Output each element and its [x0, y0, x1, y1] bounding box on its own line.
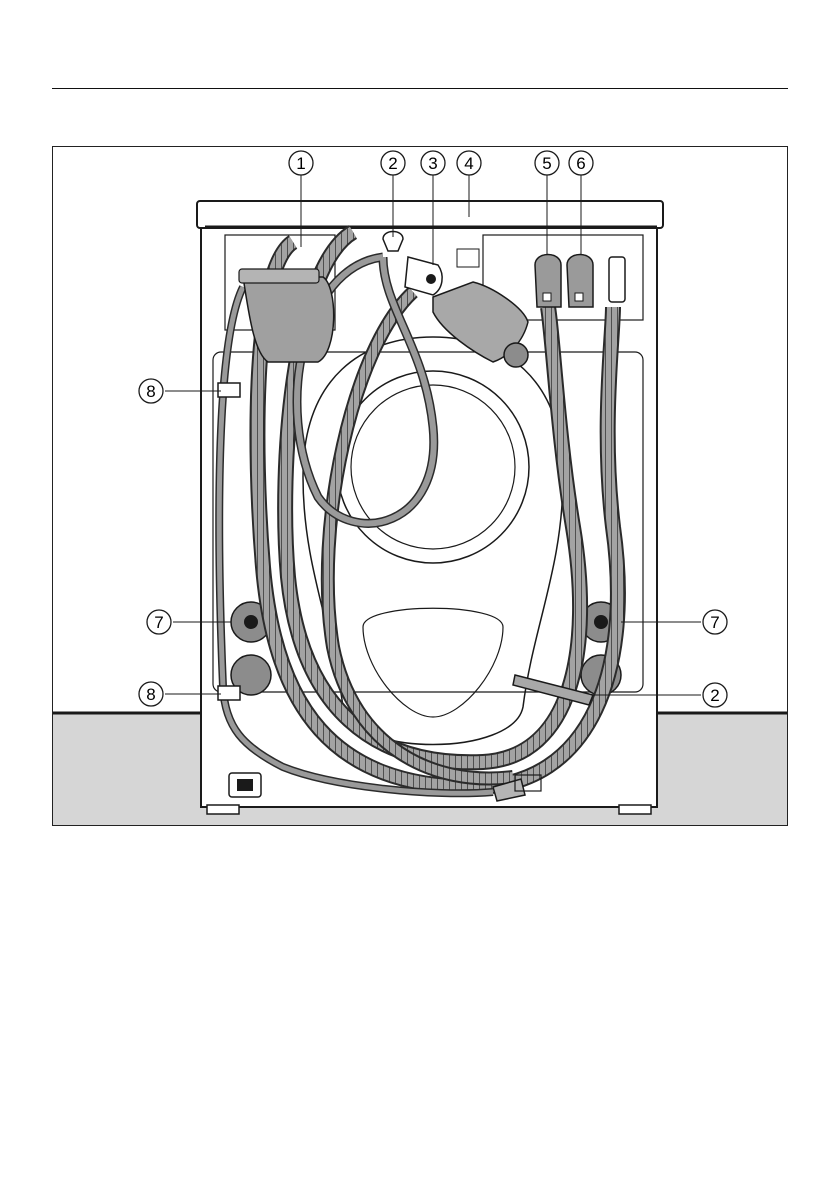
- callout-8-upper-label: 8: [146, 382, 155, 401]
- callout-6-label: 6: [576, 154, 585, 173]
- callout-2-top: 2: [381, 151, 405, 175]
- callout-7-left: 7: [147, 610, 171, 634]
- foot-left: [207, 805, 239, 814]
- callout-8-upper: 8: [139, 379, 163, 403]
- callout-6: 6: [569, 151, 593, 175]
- callout-5: 5: [535, 151, 559, 175]
- plug-connector: [504, 343, 528, 367]
- callout-8-lower-label: 8: [146, 685, 155, 704]
- hose-hook-5-clip: [543, 293, 551, 301]
- foot-right: [619, 805, 651, 814]
- transit-bolt-left-upper-hole: [244, 615, 258, 629]
- hose-hook-6-clip: [575, 293, 583, 301]
- callout-3-label: 3: [428, 154, 437, 173]
- hose-clip-lower: [218, 686, 240, 700]
- machine-rear-figure: 1 2 3 4 5 6 7: [52, 146, 788, 826]
- callout-7-right-label: 7: [710, 613, 719, 632]
- mains-plug-pin: [426, 274, 436, 284]
- callout-3: 3: [421, 151, 445, 175]
- callout-1: 1: [289, 151, 313, 175]
- lid: [197, 201, 663, 228]
- callout-8-lower: 8: [139, 682, 163, 706]
- callout-4: 4: [457, 151, 481, 175]
- callout-7-right: 7: [703, 610, 727, 634]
- callout-5-label: 5: [542, 154, 551, 173]
- header-rule: [52, 88, 788, 89]
- inlet-connector-right: [609, 257, 625, 302]
- callout-1-label: 1: [296, 154, 305, 173]
- power-socket-inner: [237, 779, 253, 791]
- callout-4-label: 4: [464, 154, 473, 173]
- callout-2-right-label: 2: [710, 686, 719, 705]
- hose-clip-upper: [218, 383, 240, 397]
- callout-2-right: 2: [703, 683, 727, 707]
- transit-bolt-right-upper-hole: [594, 615, 608, 629]
- callout-7-left-label: 7: [154, 613, 163, 632]
- rear-view-illustration: 1 2 3 4 5 6 7: [53, 147, 788, 826]
- callout-2-top-label: 2: [388, 154, 397, 173]
- valve-bracket: [239, 269, 319, 283]
